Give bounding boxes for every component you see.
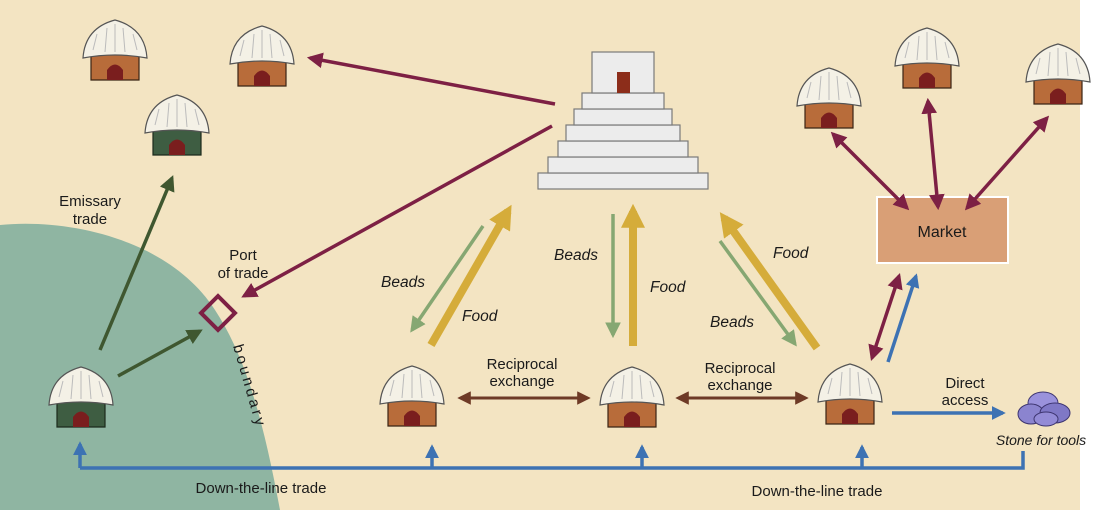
direct-access-label-line2: access [942, 392, 989, 409]
arrow-market-hut-left [830, 131, 910, 211]
down-the-line-trade-path [73, 441, 1025, 470]
food-label-right: Food [773, 245, 810, 262]
market-label: Market [918, 224, 967, 241]
down-the-line-label-right: Down-the-line trade [752, 483, 883, 500]
beads-label-left: Beads [381, 274, 425, 291]
arrow-market-hut-center [921, 97, 945, 211]
page-right-edge [1080, 0, 1108, 510]
arrow-pyramid-to-port [241, 124, 553, 298]
arrow-emissary [98, 175, 175, 351]
food-label-center: Food [650, 279, 687, 296]
port-label-line1: Port [229, 247, 257, 264]
down-the-line-label-left: Down-the-line trade [196, 480, 327, 497]
direct-access-label-line1: Direct [945, 375, 985, 392]
sea-area [0, 223, 280, 510]
arrow-food-right [719, 212, 821, 351]
arrow-pyramid-to-hut [306, 52, 556, 106]
reciprocal-label-1-line1: Reciprocal [487, 356, 558, 373]
reciprocal-label-2-line2: exchange [707, 377, 772, 394]
food-label-left: Food [462, 308, 499, 325]
arrow-market-hut-right [964, 115, 1050, 211]
beads-label-center: Beads [554, 247, 598, 264]
arrow-beads-left [410, 225, 485, 333]
port-label-line2: of trade [218, 265, 269, 282]
arrow-to-port [117, 329, 203, 378]
beads-label-right: Beads [710, 314, 754, 331]
arrow-hut-market-blue [886, 273, 920, 363]
arrow-beads-right [718, 239, 797, 347]
arrow-hut-market-purple [868, 273, 903, 361]
pyramid-icon [537, 51, 709, 190]
arrow-food-left [427, 204, 512, 347]
stone-label: Stone for tools [996, 432, 1086, 448]
port-of-trade-marker [198, 293, 238, 333]
stone-icon [1017, 391, 1071, 427]
emissary-label-line2: trade [73, 211, 107, 228]
emissary-label-line1: Emissary [59, 193, 121, 210]
reciprocal-label-2-line1: Reciprocal [705, 360, 776, 377]
reciprocal-label-1-line2: exchange [489, 373, 554, 390]
